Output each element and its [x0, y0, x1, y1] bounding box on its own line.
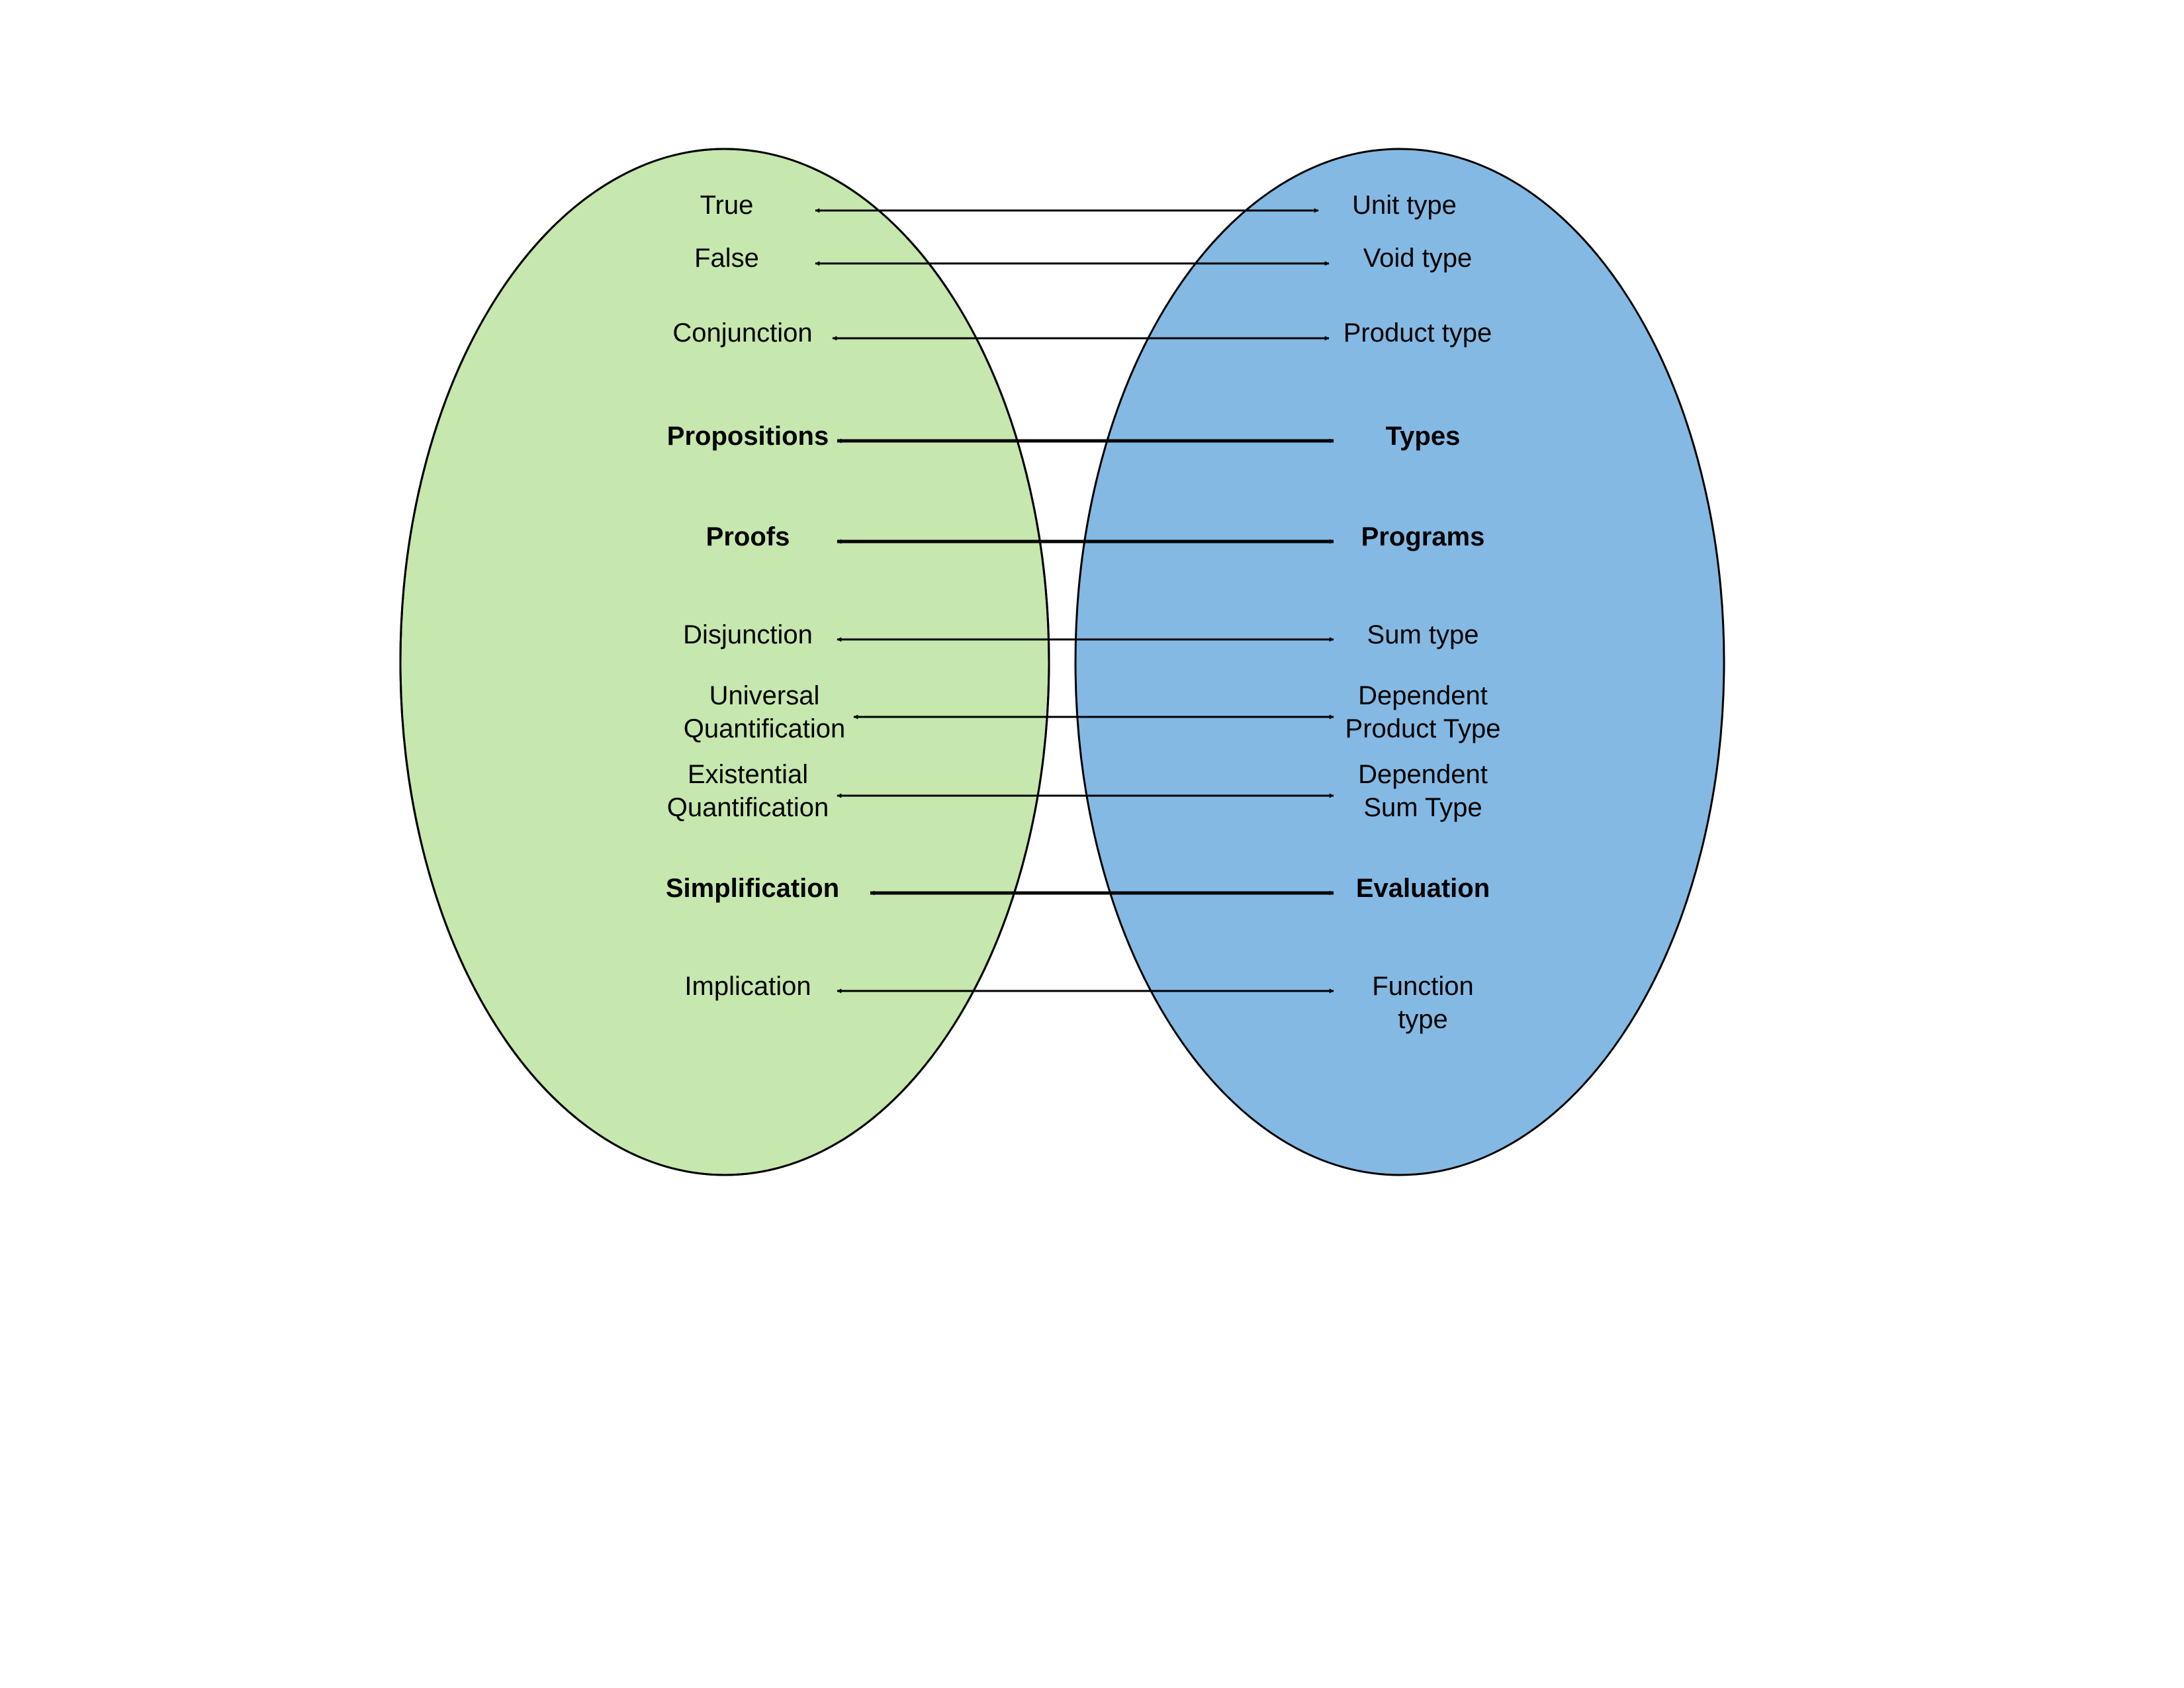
logic-term-implication-line: Implication — [684, 972, 811, 1001]
type-term-conjunction: Product type — [1343, 318, 1492, 348]
logic-term-universal-quantification-line: Universal — [709, 681, 820, 710]
logic-term-propositions: Propositions — [667, 422, 829, 451]
type-term-proofs-line: Programs — [1361, 522, 1485, 551]
logic-term-false-line: False — [694, 244, 759, 273]
type-term-implication-line: type — [1398, 1005, 1448, 1034]
type-term-existential-quantification-line: Dependent — [1358, 760, 1488, 789]
logic-ellipse-outline — [399, 148, 1050, 1176]
type-term-false-line: Void type — [1363, 244, 1473, 273]
type-term-conjunction-line: Product type — [1343, 318, 1492, 348]
type-term-proofs: Programs — [1361, 522, 1485, 551]
logic-term-conjunction-line: Conjunction — [672, 318, 812, 348]
type-term-universal-quantification-line: Dependent — [1358, 681, 1488, 710]
logic-term-true-line: True — [700, 191, 754, 220]
types-ellipse — [1074, 148, 1725, 1176]
logic-term-conjunction: Conjunction — [672, 318, 812, 348]
type-term-false: Void type — [1363, 244, 1473, 273]
logic-term-propositions-line: Propositions — [667, 422, 829, 451]
type-term-true-line: Unit type — [1352, 191, 1457, 220]
type-term-simplification: Evaluation — [1356, 874, 1490, 903]
logic-term-disjunction: Disjunction — [683, 620, 813, 649]
logic-term-proofs-line: Proofs — [706, 522, 790, 551]
logic-term-existential-quantification-line: Quantification — [667, 793, 829, 822]
type-term-implication-line: Function — [1372, 972, 1473, 1001]
type-term-implication: Function type — [1372, 972, 1473, 1034]
type-term-disjunction-line: Sum type — [1367, 620, 1479, 649]
type-term-true: Unit type — [1352, 191, 1457, 220]
logic-term-disjunction-line: Disjunction — [683, 620, 813, 649]
logic-ellipse — [399, 148, 1050, 1176]
logic-term-simplification: Simplification — [666, 874, 839, 903]
type-term-existential-quantification-line: Sum Type — [1363, 793, 1482, 822]
type-term-disjunction: Sum type — [1367, 620, 1479, 649]
type-term-propositions: Types — [1386, 422, 1461, 451]
type-term-propositions-line: Types — [1386, 422, 1461, 451]
logic-term-universal-quantification-line: Quantification — [684, 714, 846, 743]
arrows-layer — [815, 208, 1334, 994]
logic-term-false: False — [694, 244, 759, 273]
logic-term-proofs: Proofs — [706, 522, 790, 551]
type-term-simplification-line: Evaluation — [1356, 874, 1490, 903]
logic-term-existential-quantification-line: Existential — [688, 760, 808, 789]
type-term-universal-quantification-line: Product Type — [1345, 714, 1501, 743]
logic-term-simplification-line: Simplification — [666, 874, 839, 903]
logic-term-implication: Implication — [684, 972, 811, 1001]
logic-term-true: True — [700, 191, 754, 220]
